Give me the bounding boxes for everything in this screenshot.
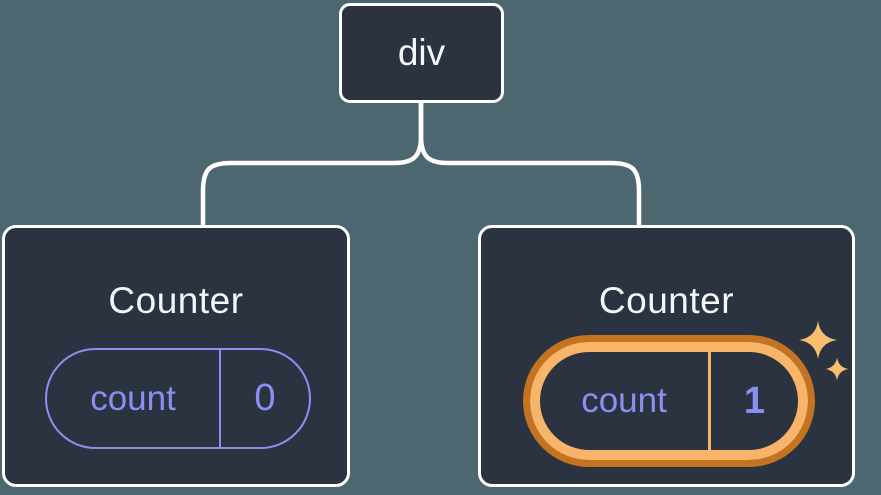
state-pill: count 0	[45, 348, 311, 449]
state-value: 0	[254, 377, 276, 419]
edge-div-to-counter-right	[418, 100, 642, 227]
state-value-cell: 1	[711, 352, 798, 450]
state-name-cell: count	[47, 350, 221, 447]
state-name: count	[581, 381, 667, 420]
state-name-cell: count	[540, 352, 711, 450]
state-value-cell: 0	[221, 350, 309, 447]
component-card-counter-left: Counter count 0	[2, 225, 350, 487]
state-value: 1	[743, 379, 766, 422]
edge-div-to-counter-left	[200, 100, 424, 227]
tree-node-div-label: div	[397, 32, 446, 73]
component-card-counter-right: Counter count 1	[478, 225, 855, 487]
state-pill-highlighted: count 1	[530, 342, 808, 460]
tree-node-div: div	[339, 3, 504, 103]
component-title: Counter	[598, 280, 735, 321]
state-name: count	[90, 378, 176, 418]
component-title: Counter	[108, 280, 244, 321]
sparkles-icon	[799, 321, 849, 381]
